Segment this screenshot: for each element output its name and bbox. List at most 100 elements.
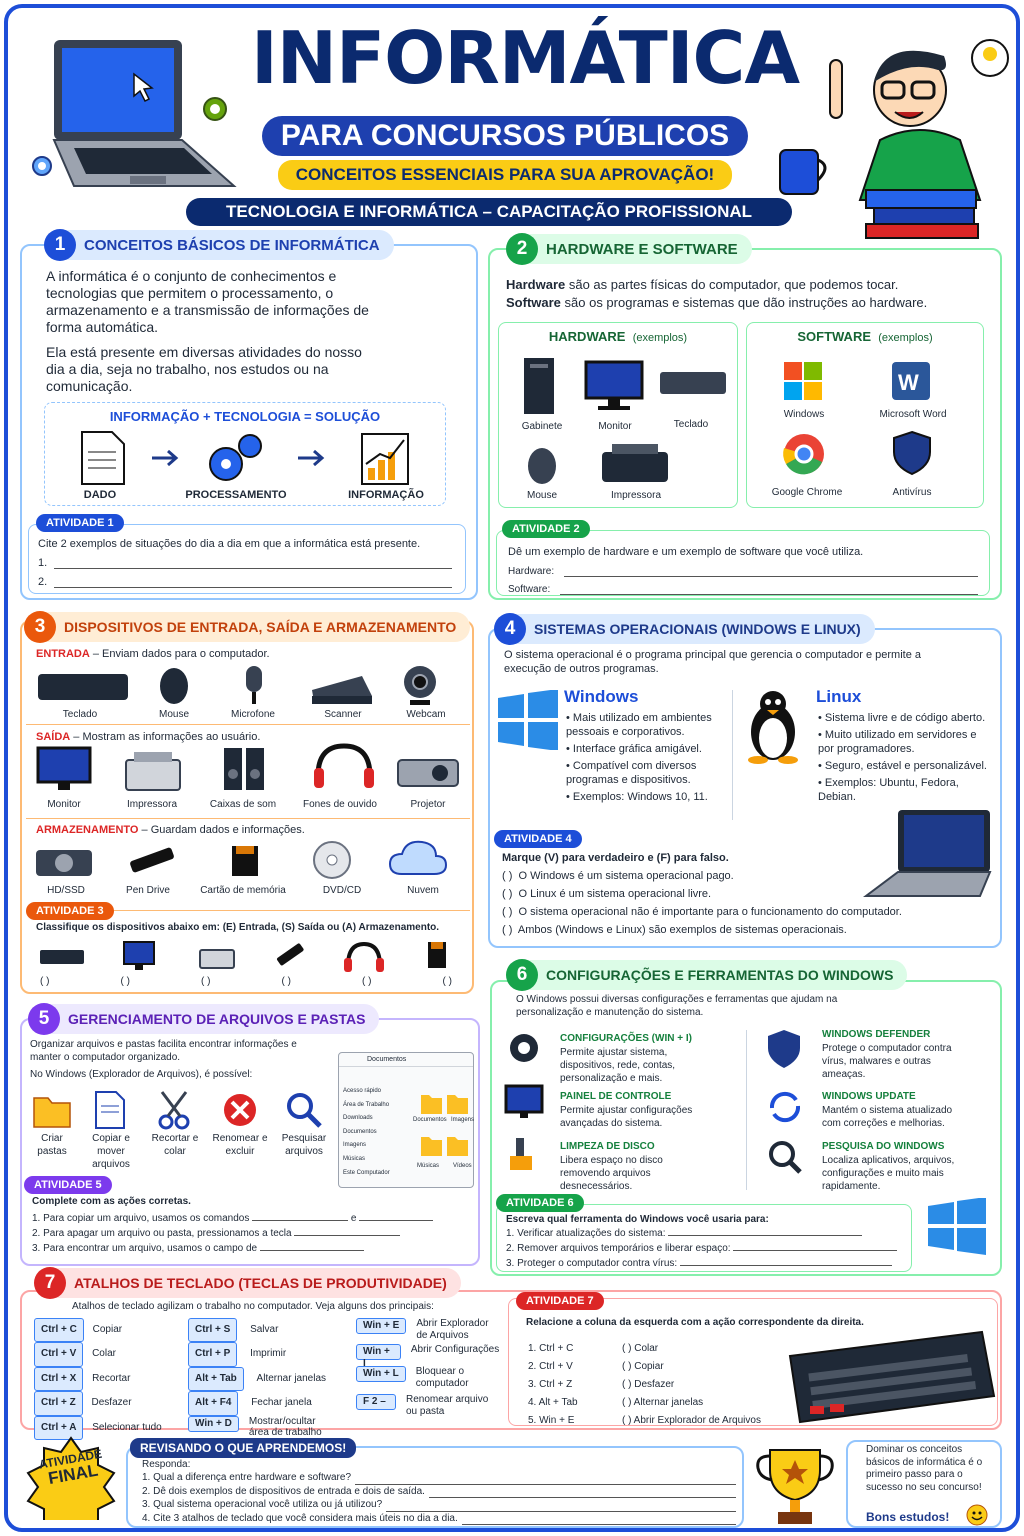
output-label: Projetor	[410, 799, 446, 810]
section-title: ATALHOS DE TECLADO (TECLAS DE PRODUTIVID…	[74, 1275, 447, 1291]
explorer-nav-item[interactable]: Downloads	[343, 1115, 373, 1122]
explorer-file[interactable]: Vídeos	[453, 1163, 472, 1169]
shortcut-action: Colar	[92, 1348, 116, 1360]
question: 3. Proteger o computador contra vírus:	[506, 1258, 678, 1269]
answer-line[interactable]	[54, 568, 452, 569]
answer-line[interactable]	[355, 1471, 736, 1485]
explorer-nav-item[interactable]: Músicas	[343, 1155, 366, 1162]
hardware-answer-line[interactable]	[564, 576, 978, 577]
software-box	[746, 322, 984, 508]
final-activity	[126, 1446, 744, 1528]
answer-line[interactable]	[679, 1265, 892, 1266]
section-3-header: 3 DISPOSITIVOS DE ENTRADA, SAÍDA E ARMAZ…	[24, 611, 471, 643]
explorer-nav-item[interactable]: Área de Trabalho	[343, 1101, 390, 1108]
section-number: 1	[44, 229, 76, 261]
hardware-def: são as partes físicas do computador, que…	[565, 277, 899, 292]
tool-title: LIMPEZA DE DISCO	[560, 1141, 655, 1152]
gear-icon	[32, 156, 52, 176]
shortcut-action: Recortar	[92, 1372, 131, 1384]
answer-paren[interactable]: ( )	[120, 976, 130, 987]
answer-paren[interactable]: ( )	[362, 976, 372, 987]
output-label: Fones de ouvido	[303, 799, 377, 810]
output-label: Monitor	[47, 799, 81, 810]
shortcut-key: Win + D	[188, 1415, 239, 1432]
flow-label-dado: DADO	[83, 489, 117, 501]
shortcut-key: Win + L	[356, 1366, 406, 1382]
input-label: Scanner	[324, 709, 362, 720]
laptop-icon	[52, 40, 237, 187]
storage-label: Pen Drive	[126, 885, 170, 896]
answer-line[interactable]	[386, 1498, 736, 1512]
files-intro: Organizar arquivos e pastas facilita enc…	[30, 1039, 297, 1063]
section-6-header: 6 CONFIGURAÇÕES E FERRAMENTAS DO WINDOWS	[506, 959, 908, 991]
shortcut-action: Fechar janela	[251, 1397, 312, 1409]
shortcut-action: Bloquear o computador	[415, 1366, 469, 1389]
explorer-nav-item[interactable]: Imagens	[343, 1142, 367, 1149]
answer-line[interactable]	[259, 1250, 364, 1251]
question: 1. Para copiar um arquivo, usamos os com…	[32, 1213, 250, 1224]
shortcut-action: Abrir Explorador de Arquivos	[416, 1318, 489, 1341]
question: 4. Cite 3 atalhos de teclado que você co…	[142, 1512, 458, 1524]
file-action-icons	[33, 1091, 322, 1130]
answer-line[interactable]	[294, 1235, 401, 1236]
explorer-nav-item[interactable]: Este Computador	[343, 1169, 390, 1176]
file-explorer-window: Documentos Acesso rápido Área de Trabalh…	[338, 1052, 474, 1188]
answer-line[interactable]	[428, 1485, 736, 1498]
statement: O Linux é um sistema operacional livre.	[518, 888, 712, 900]
divider	[746, 1030, 747, 1190]
explorer-nav-item[interactable]: Documentos	[343, 1128, 377, 1135]
activity-2-question: Dê um exemplo de hardware e um exemplo d…	[508, 546, 864, 558]
question: 1. Qual a diferença entre hardware e sof…	[142, 1472, 352, 1483]
hardware-icons	[524, 358, 726, 484]
hardware-term: Hardware	[506, 277, 566, 292]
answer-paren[interactable]: ( )	[502, 906, 513, 918]
device-icons	[36, 666, 459, 879]
match-item: 5. Win + E	[528, 1415, 575, 1426]
shortcut-key: Ctrl + C	[34, 1318, 84, 1343]
match-option[interactable]: ( ) Desfazer	[622, 1379, 675, 1390]
storage-desc: – Guardam dados e informações.	[138, 824, 305, 836]
storage-heading: ARMAZENAMENTO	[36, 824, 139, 836]
answer-paren[interactable]: ( )	[502, 888, 513, 900]
answer-line[interactable]	[252, 1220, 349, 1221]
shortcut-action: Salvar	[250, 1324, 279, 1335]
match-option[interactable]: ( ) Abrir Explorador de Arquivos	[622, 1415, 761, 1426]
answer-line[interactable]	[359, 1220, 434, 1221]
output-desc: – Mostram as informações ao usuário.	[70, 731, 261, 743]
smiley-icon	[966, 1504, 988, 1526]
shortcuts-intro: Atalhos de teclado agilizam o trabalho n…	[72, 1301, 434, 1312]
examples-label: (exemplos)	[878, 332, 933, 344]
answer-line[interactable]	[54, 587, 452, 588]
section-title: DISPOSITIVOS DE ENTRADA, SAÍDA E ARMAZEN…	[64, 619, 457, 635]
answer-line[interactable]	[668, 1235, 863, 1236]
match-option[interactable]: ( ) Copiar	[622, 1361, 664, 1372]
hw-label: Monitor	[598, 421, 632, 432]
shortcut-action: Desfazer	[91, 1397, 132, 1409]
software-answer-line[interactable]	[560, 594, 978, 595]
tagline-banner: CONCEITOS ESSENCIAIS PARA SUA APROVAÇÃO!	[278, 160, 732, 190]
answer-paren[interactable]: ( )	[281, 976, 291, 987]
answer-paren[interactable]: ( )	[502, 924, 513, 936]
input-desc: – Enviam dados para o computador.	[89, 648, 270, 660]
activity-6-tag: ATIVIDADE 6	[496, 1194, 584, 1212]
answer-paren[interactable]: ( )	[502, 870, 513, 882]
tool-title: PESQUISA DO WINDOWS	[822, 1141, 945, 1152]
divider	[26, 910, 470, 911]
windows-logo-icon	[928, 1198, 986, 1255]
explorer-sidebar: Acesso rápido Área de Trabalho Downloads…	[343, 1085, 401, 1180]
explorer-file[interactable]: Músicas	[417, 1163, 440, 1169]
match-option[interactable]: ( ) Colar	[622, 1343, 659, 1354]
match-option[interactable]: ( ) Alternar janelas	[622, 1397, 704, 1408]
answer-paren[interactable]: ( )	[40, 976, 50, 987]
answer-paren[interactable]: ( )	[201, 976, 211, 987]
explorer-nav-item[interactable]: Acesso rápido	[343, 1088, 382, 1094]
formula: INFORMAÇÃO + TECNOLOGIA = SOLUÇÃO	[109, 409, 381, 424]
explorer-file[interactable]: Imagens	[451, 1117, 475, 1123]
activity-4-tag: ATIVIDADE 4	[494, 830, 582, 848]
answer-line[interactable]	[733, 1250, 898, 1251]
answer-paren[interactable]: ( )	[442, 976, 452, 987]
shortcut-action: Selecionar tudo	[92, 1421, 162, 1433]
explorer-file[interactable]: Documentos	[413, 1117, 447, 1123]
keyboard-icon	[788, 1330, 996, 1424]
answer-line[interactable]	[461, 1512, 736, 1525]
